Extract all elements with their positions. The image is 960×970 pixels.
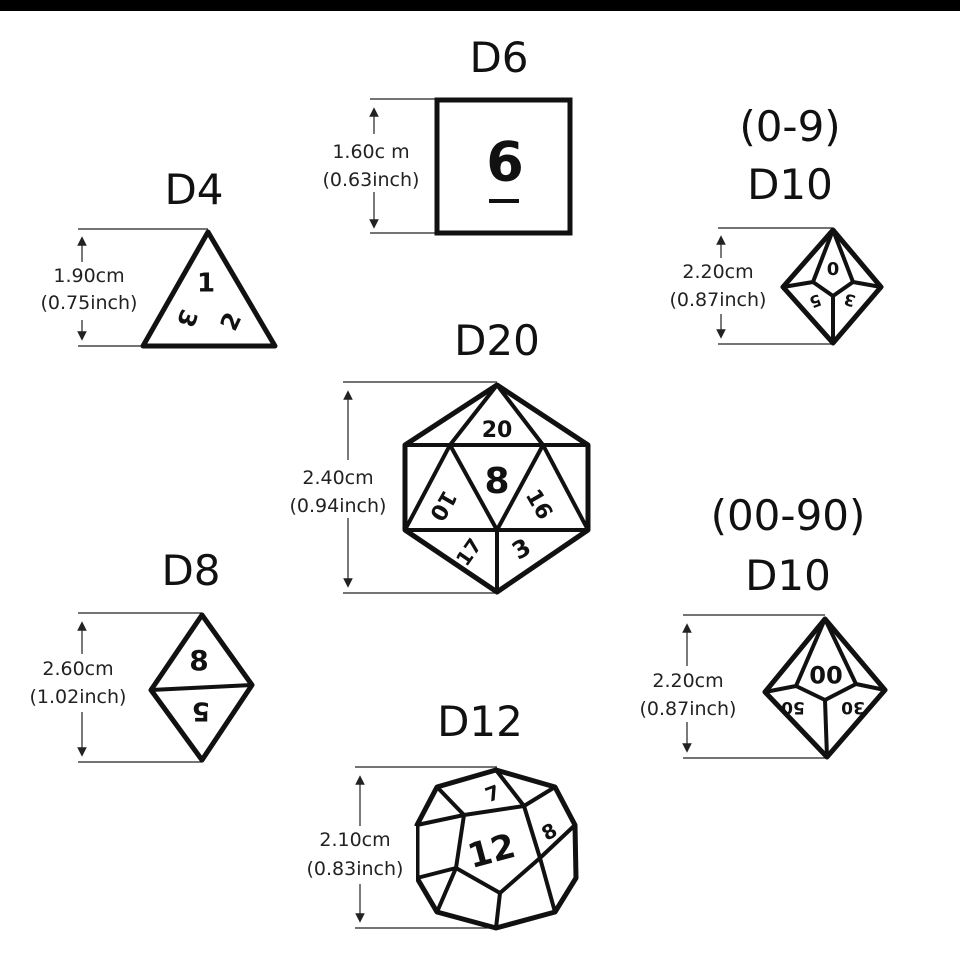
d10b-title: D10 bbox=[745, 551, 831, 600]
d12-size-inch: (0.83inch) bbox=[307, 858, 404, 880]
d4-size-cm: 1.90cm bbox=[53, 265, 124, 287]
d10a-size-cm: 2.20cm bbox=[682, 261, 753, 283]
d20-title: D20 bbox=[454, 316, 540, 365]
d20-face-20: 20 bbox=[482, 418, 513, 443]
d6-size-inch: (0.63inch) bbox=[323, 169, 420, 191]
d12-group: D12 7 8 12 2.10cm (0.83inch) bbox=[294, 697, 579, 931]
d12-die-edges bbox=[416, 768, 577, 929]
d10a-label-backdrop bbox=[660, 258, 778, 314]
d10-00-90-group: (00-90) D10 00 50 30 2.20cm (0.87inch) bbox=[628, 491, 888, 760]
d20-die-edges bbox=[403, 383, 590, 592]
d20-size-cm: 2.40cm bbox=[302, 467, 373, 489]
d4-group: D4 1 3 2 1.90cm (0.75inch) bbox=[26, 165, 278, 349]
d12-title: D12 bbox=[437, 697, 523, 746]
top-border-bar bbox=[0, 0, 960, 11]
d12-label-backdrop bbox=[294, 826, 416, 884]
d8-group: D8 8 5 2.60cm (1.02inch) bbox=[18, 546, 255, 763]
d10b-face-50: 50 bbox=[781, 697, 805, 717]
d10a-die-edges bbox=[782, 228, 882, 343]
d10b-size-inch: (0.87inch) bbox=[640, 698, 737, 720]
d20-size-inch: (0.94inch) bbox=[290, 495, 387, 517]
d8-face-8: 8 bbox=[189, 644, 208, 677]
d8-title: D8 bbox=[161, 546, 220, 595]
d8-size-cm: 2.60cm bbox=[42, 658, 113, 680]
d6-title: D6 bbox=[469, 33, 528, 82]
d10a-title: D10 bbox=[747, 160, 833, 209]
d10a-range: (0-9) bbox=[739, 102, 840, 151]
d20-label-backdrop bbox=[280, 460, 400, 518]
d10b-size-cm: 2.20cm bbox=[652, 670, 723, 692]
d8-die-edge bbox=[150, 683, 253, 692]
d10b-face-30: 30 bbox=[841, 697, 865, 717]
d8-label-backdrop bbox=[18, 654, 140, 712]
d20-face-8: 8 bbox=[484, 461, 509, 502]
d8-size-inch: (1.02inch) bbox=[30, 686, 127, 708]
d20-group: D20 20 8 10 16 17 3 2.40cm (0.94inch) bbox=[280, 316, 591, 595]
d6-face-6: 6 bbox=[486, 131, 524, 194]
d6-group: D6 6 1.60c m (0.63inch) bbox=[312, 33, 573, 236]
d12-size-cm: 2.10cm bbox=[319, 829, 390, 851]
d10b-range: (00-90) bbox=[711, 491, 866, 540]
d10b-die-edges bbox=[764, 617, 886, 758]
d6-size-cm: 1.60c m bbox=[332, 141, 409, 163]
d10a-face-0: 0 bbox=[827, 259, 840, 280]
d10b-label-backdrop bbox=[628, 666, 748, 722]
d10-0-9-group: (0-9) D10 0 5 3 2.20cm (0.87inch) bbox=[660, 102, 884, 346]
d8-face-5: 5 bbox=[192, 696, 210, 726]
d6-label-backdrop bbox=[312, 134, 430, 192]
d4-die-shape bbox=[140, 229, 278, 349]
d4-title: D4 bbox=[164, 165, 223, 214]
d10a-face-3: 3 bbox=[842, 289, 858, 310]
d4-label-backdrop bbox=[26, 262, 150, 320]
d6-die-shape bbox=[434, 97, 573, 236]
d4-face-1: 1 bbox=[197, 269, 215, 299]
d4-size-inch: (0.75inch) bbox=[41, 292, 138, 314]
d10b-face-00: 00 bbox=[809, 660, 842, 688]
d10a-size-inch: (0.87inch) bbox=[670, 289, 767, 311]
